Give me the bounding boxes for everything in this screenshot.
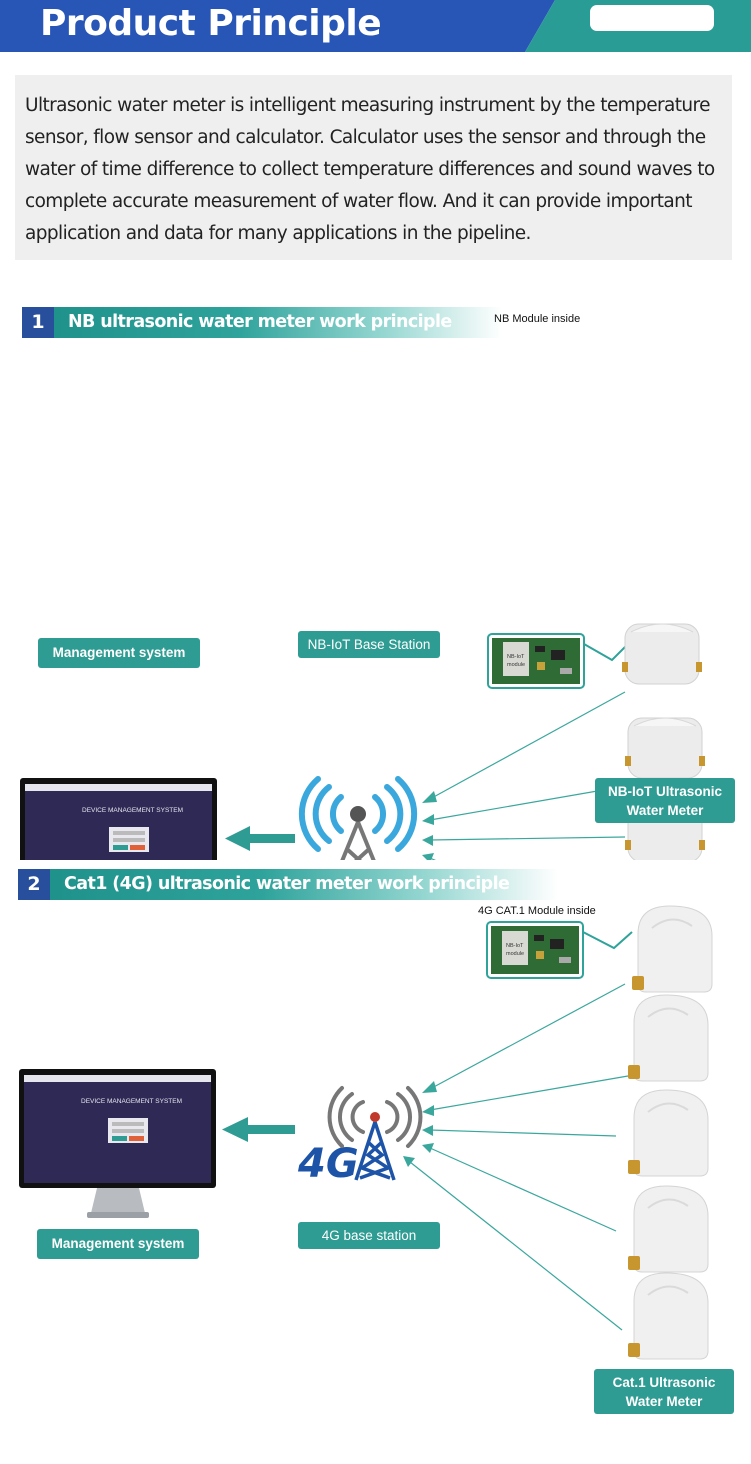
section-1-diagram: NB-IoT module <box>20 623 705 860</box>
section-1-number: 1 <box>22 307 54 338</box>
signal-line <box>429 691 626 800</box>
signal-line <box>429 1147 617 1232</box>
svg-text:module: module <box>507 662 525 668</box>
signal-line <box>429 1075 629 1111</box>
intro-text: Ultrasonic water meter is intelligent me… <box>25 95 715 244</box>
section-1-title: NB ultrasonic water meter work principle <box>68 312 452 332</box>
section-1-station-label: NB-IoT Base Station <box>298 631 440 658</box>
signal-line <box>429 857 436 860</box>
signal-line <box>409 1161 623 1331</box>
water-meter-icon <box>628 994 709 1082</box>
signal-line <box>429 1129 617 1137</box>
section-2-meter-label-line2: Water Meter <box>625 1394 703 1409</box>
nb-module-board: NB-IoT module <box>487 633 627 689</box>
monitor-icon <box>20 778 217 860</box>
water-meter-icon <box>622 623 702 685</box>
section-2-meter-label-line1: Cat.1 Ultrasonic <box>612 1375 716 1390</box>
svg-text:NB-IoT: NB-IoT <box>507 654 525 660</box>
section-2-module-caption: 4G CAT.1 Module inside <box>478 905 596 917</box>
section-2-screen-title: DEVICE MANAGEMENT SYSTEM <box>81 1098 183 1105</box>
header-pill <box>590 5 714 31</box>
intro-panel <box>15 75 732 260</box>
signal-line <box>429 983 626 1090</box>
section-2-meter-label: Cat.1 Ultrasonic Water Meter <box>594 1369 734 1414</box>
page-title: Product Principle <box>40 3 382 44</box>
section-1-meter-label-line2: Water Meter <box>626 803 704 818</box>
flow-arrow <box>225 826 295 851</box>
signal-arrowheads <box>422 791 437 860</box>
section-2-diagram: NB-IoT module 4G <box>19 905 713 1360</box>
section-1-management-label: Management system <box>38 638 200 668</box>
section-2-number: 2 <box>18 869 50 900</box>
svg-text:module: module <box>506 951 524 957</box>
section-2-title: Cat1 (4G) ultrasonic water meter work pr… <box>64 874 510 894</box>
water-meter-icon <box>628 1089 709 1177</box>
section-2-management-label: Management system <box>37 1229 199 1259</box>
cat1-module-board: NB-IoT module <box>486 921 633 979</box>
svg-text:NB-IoT: NB-IoT <box>506 943 524 949</box>
section-1-screen-title: DEVICE MANAGEMENT SYSTEM <box>82 807 184 814</box>
water-meter-icon <box>632 905 713 993</box>
section-1-banner <box>22 307 502 338</box>
section-1-meter-label: NB-IoT Ultrasonic Water Meter <box>595 778 735 823</box>
section-2-station-label: 4G base station <box>298 1222 440 1249</box>
water-meter-icon <box>628 1185 709 1273</box>
section-1-module-caption: NB Module inside <box>494 313 581 325</box>
section-2-banner <box>18 869 558 900</box>
monitor-icon <box>19 1069 216 1218</box>
radio-tower-icon <box>298 776 418 860</box>
4g-logo-text: 4G <box>297 1141 359 1187</box>
signal-arrowheads <box>403 1081 437 1167</box>
water-meter-icon <box>628 1272 709 1360</box>
water-meter-icon <box>625 717 705 779</box>
flow-arrow <box>222 1117 295 1142</box>
signal-line <box>429 836 626 841</box>
section-1-meter-label-line1: NB-IoT Ultrasonic <box>607 784 722 799</box>
4g-tower-icon: 4G <box>297 1086 423 1187</box>
